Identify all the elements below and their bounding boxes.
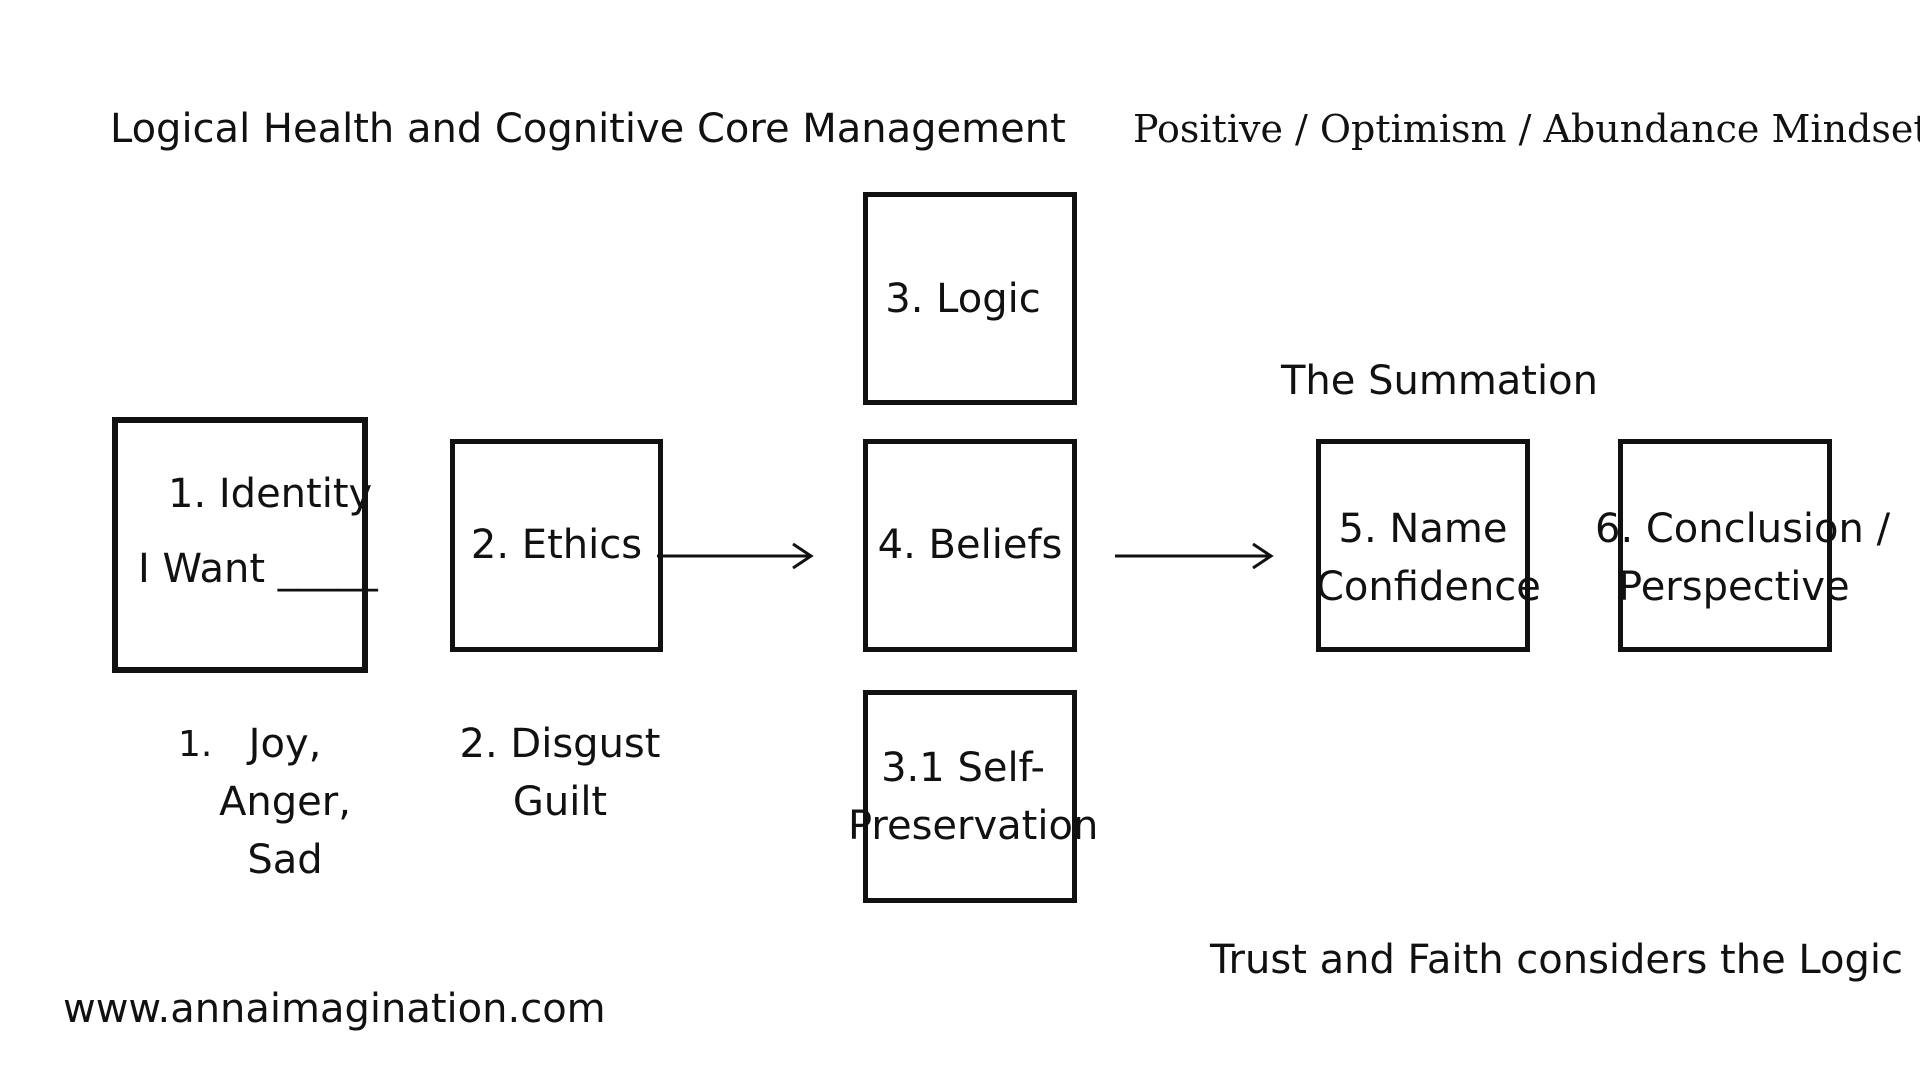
mindset-heading: Positive / Optimism / Abundance Mindset (1133, 107, 1920, 151)
self-preservation-line1: 3.1 Self- (881, 745, 1045, 791)
beliefs-box (863, 439, 1077, 652)
conclusion-box (1618, 439, 1832, 652)
emotions-anger: Anger, (219, 779, 351, 825)
emotions-number: 1. (178, 724, 213, 765)
website-url: www.annaimagination.com (63, 986, 606, 1032)
summation-label: The Summation (1281, 358, 1598, 404)
logic-box (863, 192, 1077, 405)
identity-box (112, 417, 368, 673)
arrow-beliefs-to-confidence (1115, 542, 1274, 570)
emotions-sad: Sad (247, 837, 323, 883)
identity-title: 1. Identity (168, 471, 373, 517)
name-confidence-line1: 5. Name (1338, 506, 1508, 552)
beliefs-title: 4. Beliefs (877, 522, 1063, 568)
ethics-title: 2. Ethics (470, 522, 643, 568)
ethics-emotions-disgust: 2. Disgust (459, 721, 661, 767)
identity-want-line: I Want _____ (138, 546, 378, 592)
self-preservation-box (863, 690, 1077, 903)
name-confidence-line2: Confidence (1316, 564, 1541, 610)
name-confidence-box (1316, 439, 1530, 652)
logic-title: 3. Logic (885, 276, 1041, 322)
conclusion-line2: Perspective (1618, 564, 1850, 610)
emotions-joy: Joy, (248, 721, 322, 767)
trust-faith-note: Trust and Faith considers the Logic (1210, 937, 1903, 983)
ethics-emotions-guilt: Guilt (512, 779, 608, 825)
self-preservation-line2: Preservation (848, 803, 1099, 849)
conclusion-line1: 6. Conclusion / (1595, 506, 1891, 552)
arrow-ethics-to-beliefs (657, 542, 814, 570)
ethics-box (450, 439, 663, 652)
diagram-title: Logical Health and Cognitive Core Manage… (110, 106, 1066, 152)
